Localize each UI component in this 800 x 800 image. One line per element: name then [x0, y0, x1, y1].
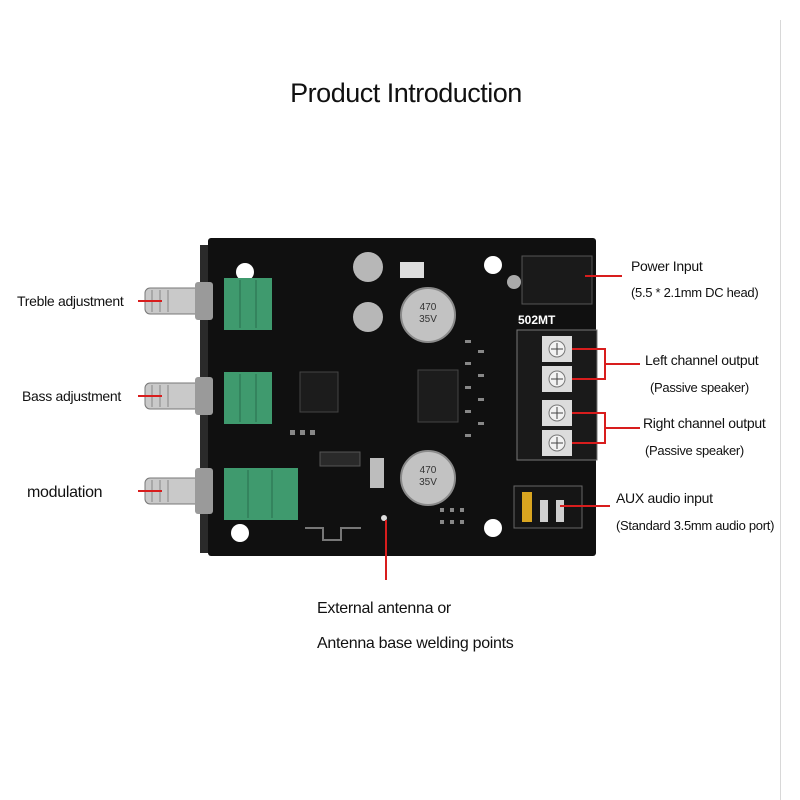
- treble-knob: [144, 282, 213, 320]
- right-output-detail: (Passive speaker): [645, 443, 744, 458]
- board-model: 502MT: [518, 313, 556, 327]
- cap-marking: 35V: [419, 477, 437, 488]
- right-output-label: Right channel output: [643, 415, 766, 431]
- antenna-trace: [305, 527, 361, 541]
- large-capacitor: [401, 451, 455, 505]
- power-input-label: Power Input: [631, 258, 703, 274]
- antenna-label-line2: Antenna base welding points: [317, 635, 514, 652]
- aux-input-detail: (Standard 3.5mm audio port): [616, 518, 775, 533]
- mount-hole: [484, 519, 502, 537]
- callout-lines: [138, 275, 640, 580]
- pcb-board: [208, 238, 596, 556]
- left-output-detail: (Passive speaker): [650, 380, 749, 395]
- ic-chip: [299, 371, 339, 413]
- bass-label: Bass adjustment: [22, 388, 121, 404]
- mount-hole: [231, 524, 249, 542]
- cap-marking: 470: [420, 465, 437, 476]
- antenna-label: External antenna or: [317, 600, 451, 617]
- amplifier-chip: [417, 369, 459, 423]
- smd-components: [290, 340, 484, 524]
- modulation-label: modulation: [27, 484, 103, 501]
- ic-chip: [319, 451, 361, 467]
- aux-input-label: AUX audio input: [616, 490, 713, 506]
- large-capacitor: [401, 288, 455, 342]
- diode: [400, 262, 424, 278]
- page-title: Product Introduction: [290, 78, 522, 108]
- small-capacitor: [353, 302, 383, 332]
- left-output-label: Left channel output: [645, 352, 759, 368]
- modulation-potentiometer: [224, 468, 298, 520]
- cap-marking: 35V: [419, 314, 437, 325]
- mount-hole: [484, 256, 502, 274]
- dc-jack: [521, 255, 593, 305]
- crystal: [370, 458, 384, 488]
- page-divider: [780, 20, 781, 800]
- treble-potentiometer: [224, 278, 272, 330]
- bass-potentiometer: [224, 372, 272, 424]
- cap-marking: 470: [420, 302, 437, 313]
- mount-hole: [236, 263, 254, 281]
- power-input-detail: (5.5 * 2.1mm DC head): [631, 285, 759, 300]
- small-capacitor: [353, 252, 383, 282]
- terminal-screws: [542, 336, 572, 456]
- treble-label: Treble adjustment: [17, 293, 124, 309]
